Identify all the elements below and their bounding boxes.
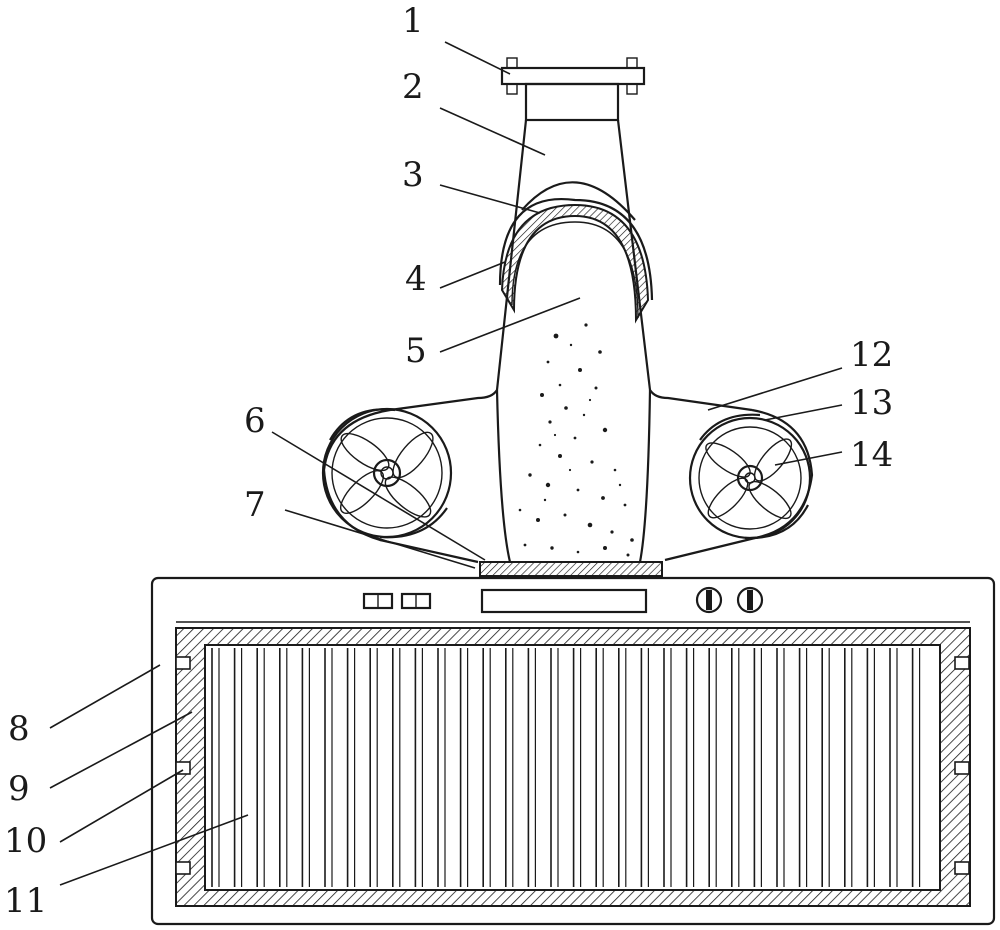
label-14: 14: [850, 435, 893, 475]
display-panel: [480, 588, 648, 614]
label-1: 1: [402, 1, 424, 41]
callout-labels: 1 2 3 4 5 6 7 12 13 14 8 9 10 11: [4, 1, 893, 921]
label-12: 12: [850, 335, 893, 375]
label-5: 5: [405, 331, 427, 371]
knob-1-icon[interactable]: [695, 586, 723, 614]
label-13: 13: [850, 383, 893, 423]
top-flange: [500, 57, 646, 122]
arched-filter: [500, 203, 650, 324]
leader-lines: [49, 41, 843, 886]
label-8: 8: [8, 709, 30, 749]
label-9: 9: [8, 769, 30, 809]
mounting-tabs: [175, 656, 970, 875]
label-6: 6: [244, 401, 266, 441]
dust-particles: [518, 323, 634, 557]
label-7: 7: [244, 485, 266, 525]
hood-housing: [389, 119, 753, 412]
main-cabinet: [150, 576, 996, 926]
knob-2-icon[interactable]: [736, 586, 764, 614]
label-11: 11: [4, 881, 47, 921]
label-3: 3: [402, 155, 424, 195]
hood-lower: [322, 389, 814, 577]
label-2: 2: [402, 67, 424, 107]
label-10: 10: [4, 821, 47, 861]
label-4: 4: [405, 259, 427, 299]
left-fan: [321, 407, 453, 539]
insulation-frame: [175, 627, 971, 907]
filter-slats: [211, 648, 921, 887]
